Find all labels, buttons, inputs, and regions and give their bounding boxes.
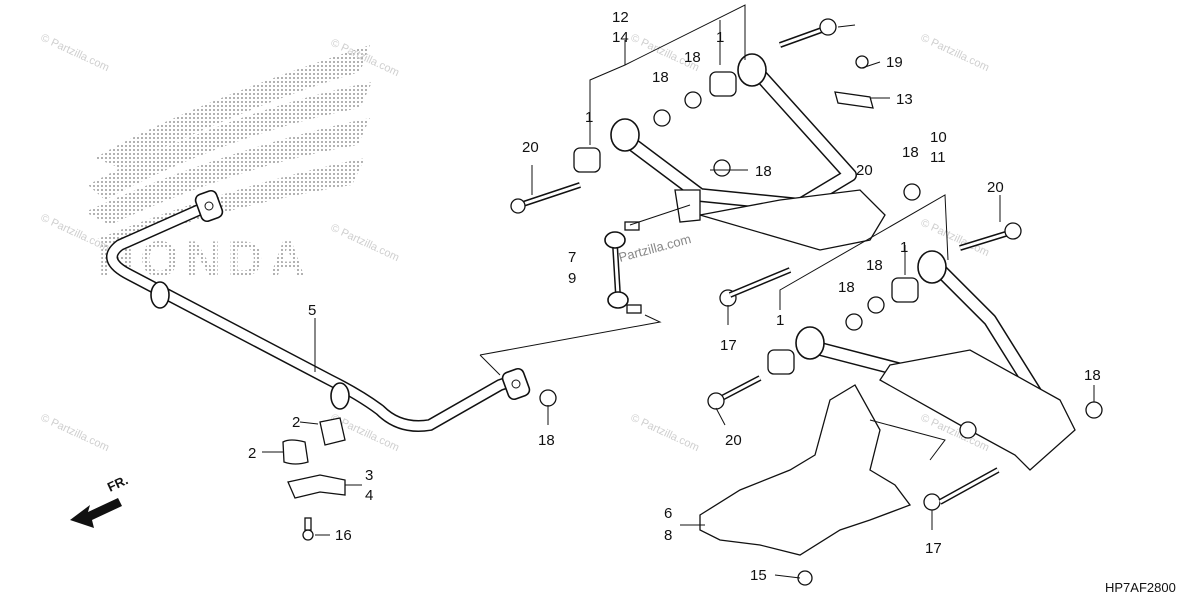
callout-19: 19 [886, 54, 903, 71]
center-watermark: Partzilla.com [617, 231, 693, 265]
callout-2: 2 [248, 445, 256, 462]
callout-1: 1 [585, 109, 593, 126]
honda-wing-logo: HONDA [85, 45, 372, 287]
callout-16: 16 [335, 527, 352, 544]
callout-4: 4 [365, 487, 373, 504]
callout-18: 18 [652, 69, 669, 86]
callouts: 12 14 1 1 1 1 18 18 18 18 18 18 18 18 20… [248, 9, 1101, 584]
guard-plate [699, 384, 912, 556]
callout-6: 6 [664, 505, 672, 522]
callout-20: 20 [522, 139, 539, 156]
callout-17: 17 [925, 540, 942, 557]
callout-18: 18 [1084, 367, 1101, 384]
callout-1: 1 [776, 312, 784, 329]
callout-10: 10 [930, 129, 947, 146]
callout-17: 17 [720, 337, 737, 354]
callout-18: 18 [866, 257, 883, 274]
callout-8: 8 [664, 527, 672, 544]
arm-bushings [573, 71, 919, 375]
bar-bushings [282, 417, 346, 541]
callout-1: 1 [900, 239, 908, 256]
callout-13: 13 [896, 91, 913, 108]
watermark: © Partzilla.com [629, 412, 701, 454]
bracket-13 [834, 91, 874, 109]
callout-7: 7 [568, 249, 576, 266]
callout-11: 11 [930, 149, 946, 166]
front-label: FR. [105, 472, 130, 494]
lower-arm [795, 250, 1076, 471]
callout-18: 18 [538, 432, 555, 449]
front-arrow: FR. [70, 472, 130, 528]
stabilizer-bar [106, 189, 531, 432]
leader-lines [262, 4, 1095, 579]
watermark: © Partzilla.com [39, 32, 111, 74]
callout-18: 18 [755, 163, 772, 180]
callout-18: 18 [902, 144, 919, 161]
callout-1: 1 [716, 29, 724, 46]
callout-20: 20 [987, 179, 1004, 196]
upper-arm [610, 53, 886, 251]
callout-15: 15 [750, 567, 767, 584]
callout-20: 20 [725, 432, 742, 449]
watermark: © Partzilla.com [39, 412, 111, 454]
stabilizer-link [604, 221, 642, 314]
callout-20: 20 [856, 162, 873, 179]
diagram-code: HP7AF2800 [1105, 580, 1176, 595]
callout-3: 3 [365, 467, 373, 484]
callout-2: 2 [292, 414, 300, 431]
callout-18: 18 [838, 279, 855, 296]
nuts [539, 91, 1103, 511]
callout-5: 5 [308, 302, 316, 319]
callout-12: 12 [612, 9, 629, 26]
callout-9: 9 [568, 270, 576, 287]
watermark: © Partzilla.com [329, 222, 401, 264]
callout-14: 14 [612, 29, 629, 46]
watermark: © Partzilla.com [919, 32, 991, 74]
callout-18: 18 [684, 49, 701, 66]
